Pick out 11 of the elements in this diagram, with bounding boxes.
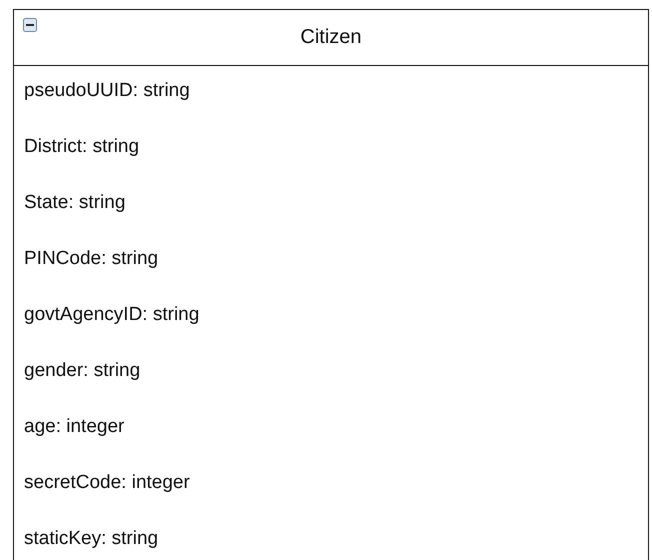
attribute-text: secretCode: integer	[24, 472, 190, 494]
attribute-text: PINCode: string	[24, 248, 158, 270]
class-name: Citizen	[299, 26, 363, 49]
attribute-text: age: integer	[24, 416, 124, 438]
attribute-text: pseudoUUID: string	[24, 80, 190, 102]
attribute-text: gender: string	[24, 360, 140, 382]
attribute-text: staticKey: string	[24, 528, 158, 550]
attribute-text: State: string	[24, 192, 126, 214]
attribute-text: govtAgencyID: string	[24, 304, 200, 326]
attribute-text: District: string	[24, 136, 140, 158]
class-box	[13, 9, 649, 560]
